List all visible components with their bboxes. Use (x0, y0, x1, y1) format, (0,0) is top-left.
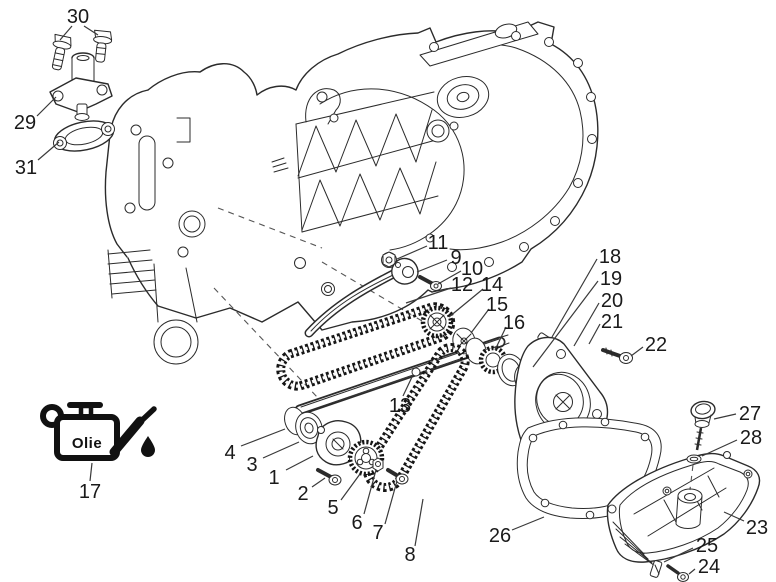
dipstick-oring-28 (686, 454, 702, 491)
oil-can-label: Olie (72, 435, 102, 452)
pan-bolt-24 (666, 564, 689, 582)
leader-line-13 (402, 376, 413, 397)
callout-3: 3 (246, 454, 257, 476)
leader-line-22 (630, 346, 644, 357)
leader-line-2 (311, 477, 326, 488)
pump-bolt-2 (316, 468, 342, 486)
oil-dipstick-27 (690, 400, 716, 451)
leader-line-27 (713, 413, 737, 420)
pump-nut-6 (372, 457, 384, 472)
leader-line-5 (340, 473, 361, 501)
leader-line-15 (470, 308, 490, 334)
leader-line-8 (414, 498, 424, 547)
tensioner-arm-9 (391, 257, 419, 285)
leader-line-24 (688, 568, 696, 575)
leader-line-16 (494, 326, 507, 351)
leader-line-1 (285, 455, 314, 471)
pan-clip-25 (649, 560, 663, 578)
leader-line-6 (363, 469, 377, 515)
tensioner-bolts-30 (51, 29, 113, 71)
callout-13: 13 (389, 395, 411, 417)
bell-bolt-holes (329, 31, 597, 272)
leader-line-30 (59, 25, 73, 41)
leader-line-7 (384, 480, 398, 525)
callout-15: 15 (486, 294, 508, 316)
callout-18: 18 (599, 246, 621, 268)
leader-line-29 (36, 96, 57, 117)
callout-10: 10 (461, 258, 483, 280)
callout-24: 24 (698, 556, 720, 578)
crankcase-lattice (295, 91, 439, 233)
callout-25: 25 (696, 535, 718, 557)
cam-sprocket-14 (420, 305, 454, 339)
leader-line-17 (89, 462, 93, 482)
callout-19: 19 (600, 268, 622, 290)
callout-30: 30 (67, 6, 89, 28)
projection-dashed-lines (213, 207, 435, 399)
leader-line-9 (416, 259, 448, 273)
leader-line-31 (37, 141, 60, 161)
pump-bolt-7 (386, 468, 409, 485)
engine-crankcase (104, 21, 599, 365)
leader-line-4 (240, 428, 286, 447)
plate-bolt-22 (601, 347, 633, 364)
leader-line-10 (437, 270, 462, 285)
leader-line-30 (83, 25, 99, 36)
callout-20: 20 (601, 290, 623, 312)
callout-21: 21 (601, 311, 623, 333)
cylinder-block (107, 117, 206, 299)
leader-line-21 (588, 323, 601, 345)
leader-line-28 (701, 439, 738, 457)
leader-line-11 (396, 245, 428, 260)
callout-28: 28 (740, 427, 762, 449)
curved-chain-guide (304, 263, 410, 338)
callout-26: 26 (489, 525, 511, 547)
callout-7: 7 (372, 522, 383, 544)
leader-line-23 (723, 511, 745, 522)
leader-line-26 (511, 516, 545, 531)
pump-rotors-3 (295, 411, 323, 445)
callout-27: 27 (739, 403, 761, 425)
leader-line-25 (663, 547, 694, 563)
callout-6: 6 (351, 512, 362, 534)
oil-drop-icon (141, 436, 155, 457)
callout-29: 29 (14, 112, 36, 134)
leader-line-12 (405, 287, 452, 304)
mount-arm-bushing (153, 263, 199, 365)
callout-12: 12 (451, 274, 473, 296)
callout-22: 22 (645, 334, 667, 356)
callout-leader-lines (36, 25, 745, 575)
callout-17: 17 (79, 481, 101, 503)
callout-14: 14 (481, 274, 503, 296)
callout-8: 8 (404, 544, 415, 566)
oil-can-icon: Olie (40, 402, 157, 461)
leader-line-3 (262, 441, 300, 459)
leader-line-18 (551, 258, 598, 338)
chain-tensioner-29 (49, 52, 113, 121)
callout-23: 23 (746, 517, 768, 539)
callout-9: 9 (450, 247, 461, 269)
tensioner-gasket-31 (53, 120, 115, 152)
leader-line-19 (532, 280, 599, 368)
callout-5: 5 (327, 497, 338, 519)
pump-body-1 (315, 420, 362, 466)
callout-2: 2 (297, 483, 308, 505)
leader-line-20 (573, 302, 600, 347)
callout-31: 31 (15, 157, 37, 179)
callout-11: 11 (428, 232, 449, 254)
callout-1: 1 (268, 467, 279, 489)
callout-16: 16 (503, 312, 525, 334)
callout-4: 4 (224, 442, 235, 464)
leader-line-14 (448, 288, 484, 318)
